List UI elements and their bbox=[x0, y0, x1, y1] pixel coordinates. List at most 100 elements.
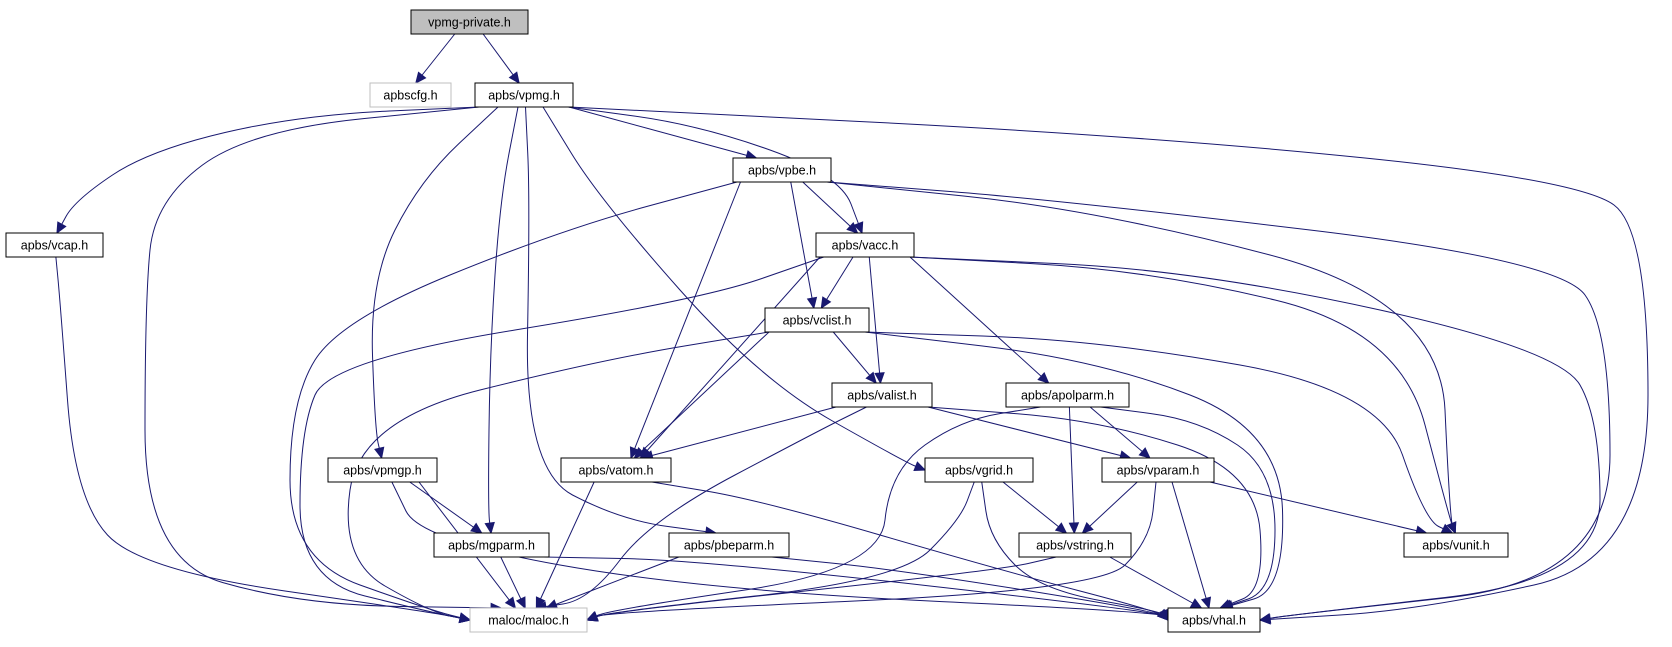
arrowhead bbox=[374, 446, 385, 460]
edge-vclist-to-vunit bbox=[864, 331, 1454, 534]
edge-vatom-to-maloc bbox=[535, 481, 595, 610]
node-vpmg-private[interactable]: vpmg-private.h bbox=[410, 9, 529, 35]
arrowhead bbox=[1138, 447, 1151, 459]
arrowhead bbox=[820, 296, 832, 310]
node-vatom[interactable]: apbs/vatom.h bbox=[560, 457, 672, 483]
node-vpmgp[interactable]: apbs/vpmgp.h bbox=[327, 457, 438, 483]
node-label: apbs/vclist.h bbox=[783, 314, 852, 328]
arrowhead bbox=[1446, 521, 1457, 535]
node-box[interactable] bbox=[327, 457, 438, 483]
arrowhead bbox=[458, 612, 472, 624]
node-vclist[interactable]: apbs/vclist.h bbox=[764, 307, 870, 333]
edge-vparam-to-vunit bbox=[1209, 481, 1428, 536]
node-vstring[interactable]: apbs/vstring.h bbox=[1018, 532, 1132, 558]
node-box[interactable] bbox=[369, 82, 452, 108]
node-box[interactable] bbox=[815, 232, 915, 258]
node-valist[interactable]: apbs/valist.h bbox=[831, 382, 933, 408]
node-label: vpmg-private.h bbox=[428, 16, 511, 30]
edge-vacc-to-maloc bbox=[299, 256, 824, 624]
edge-apolparm-to-vparam bbox=[1089, 406, 1151, 459]
node-label: apbs/vcap.h bbox=[21, 239, 88, 253]
node-label: apbs/mgparm.h bbox=[448, 539, 535, 553]
node-label: apbscfg.h bbox=[383, 89, 437, 103]
node-label: apbs/vgrid.h bbox=[945, 464, 1013, 478]
arrowhead bbox=[1189, 598, 1203, 609]
arrowhead bbox=[806, 296, 818, 310]
node-vpbe[interactable]: apbs/vpbe.h bbox=[732, 157, 832, 183]
node-box[interactable] bbox=[1403, 532, 1509, 558]
arrowhead bbox=[1200, 596, 1212, 610]
node-box[interactable] bbox=[668, 532, 790, 558]
node-maloc[interactable]: maloc/maloc.h bbox=[469, 607, 588, 633]
edge-vacc-to-valist bbox=[868, 256, 885, 385]
node-vpmg[interactable]: apbs/vpmg.h bbox=[474, 82, 574, 108]
edge-vpmg-to-mgparm bbox=[484, 106, 519, 535]
node-box[interactable] bbox=[764, 307, 870, 333]
edge-apolparm-to-vstring bbox=[1068, 406, 1080, 535]
node-label: apbs/vunit.h bbox=[1422, 539, 1489, 553]
arrowhead bbox=[1037, 372, 1050, 384]
node-apbscfg[interactable]: apbscfg.h bbox=[369, 82, 452, 108]
edge-vpmg-to-vpmgp bbox=[371, 106, 499, 460]
node-box[interactable] bbox=[831, 382, 933, 408]
arrowhead bbox=[1156, 608, 1169, 621]
arrowhead bbox=[853, 221, 864, 235]
arrowhead bbox=[415, 71, 427, 84]
nodes-layer: vpmg-private.h apbscfg.h apbs/vpmg.h apbs/v… bbox=[5, 9, 1509, 633]
node-apolparm[interactable]: apbs/apolparm.h bbox=[1005, 382, 1130, 408]
node-label: apbs/vparam.h bbox=[1117, 464, 1200, 478]
node-box[interactable] bbox=[1018, 532, 1132, 558]
node-label: apbs/apolparm.h bbox=[1021, 389, 1114, 403]
node-box[interactable] bbox=[5, 232, 104, 258]
node-label: apbs/vpmg.h bbox=[488, 89, 560, 103]
node-vhal[interactable]: apbs/vhal.h bbox=[1167, 607, 1261, 633]
node-label: apbs/vpmgp.h bbox=[343, 464, 422, 478]
arrowhead bbox=[515, 596, 526, 610]
node-box[interactable] bbox=[1167, 607, 1261, 633]
edge-valist-to-vatom bbox=[641, 406, 837, 461]
node-label: apbs/valist.h bbox=[847, 389, 917, 403]
node-label: apbs/vpbe.h bbox=[748, 164, 816, 178]
node-box[interactable] bbox=[924, 457, 1034, 483]
arrowhead bbox=[535, 596, 546, 610]
edge-vclist-to-valist bbox=[832, 331, 877, 384]
node-box[interactable] bbox=[732, 157, 832, 183]
node-label: maloc/maloc.h bbox=[488, 614, 569, 628]
node-box[interactable] bbox=[469, 607, 588, 633]
node-label: apbs/vstring.h bbox=[1036, 539, 1114, 553]
edge-vpmg-to-vacc bbox=[567, 106, 864, 235]
node-vgrid[interactable]: apbs/vgrid.h bbox=[924, 457, 1034, 483]
edge-vacc-to-vunit bbox=[909, 256, 1457, 535]
edge-vpbe-to-vatom bbox=[629, 181, 741, 460]
arrowhead bbox=[874, 372, 885, 385]
node-box[interactable] bbox=[560, 457, 672, 483]
arrowhead bbox=[1258, 613, 1272, 624]
arrowhead bbox=[470, 522, 483, 534]
node-box[interactable] bbox=[410, 9, 529, 35]
arrowhead bbox=[1081, 521, 1094, 534]
edge-valist-to-maloc bbox=[534, 406, 867, 612]
edge-vpmgp-to-mgparm bbox=[409, 481, 483, 534]
edge-vpmg_private-to-vpmg bbox=[482, 33, 520, 84]
node-vcap[interactable]: apbs/vcap.h bbox=[5, 232, 104, 258]
edge-vacc-to-vclist bbox=[820, 256, 854, 310]
edge-vacc-to-vhal bbox=[909, 256, 1601, 624]
node-box[interactable] bbox=[474, 82, 574, 108]
node-box[interactable] bbox=[1005, 382, 1130, 408]
node-box[interactable] bbox=[433, 532, 550, 558]
arrowhead bbox=[585, 611, 599, 622]
node-box[interactable] bbox=[1101, 457, 1215, 483]
edge-pbeparm-to-vhal bbox=[771, 556, 1169, 621]
node-vparam[interactable]: apbs/vparam.h bbox=[1101, 457, 1215, 483]
arrowhead bbox=[1054, 522, 1068, 534]
edge-vstring-to-vhal bbox=[1109, 556, 1203, 609]
arrowhead bbox=[633, 446, 646, 459]
node-mgparm[interactable]: apbs/mgparm.h bbox=[433, 532, 550, 558]
edge-vacc-to-vatom bbox=[639, 256, 821, 459]
node-vunit[interactable]: apbs/vunit.h bbox=[1403, 532, 1509, 558]
node-pbeparm[interactable]: apbs/pbeparm.h bbox=[668, 532, 790, 558]
edge-vcap-to-maloc bbox=[55, 256, 472, 624]
edge-mgparm-to-maloc bbox=[500, 556, 526, 610]
node-vacc[interactable]: apbs/vacc.h bbox=[815, 232, 915, 258]
node-label: apbs/vacc.h bbox=[832, 239, 899, 253]
